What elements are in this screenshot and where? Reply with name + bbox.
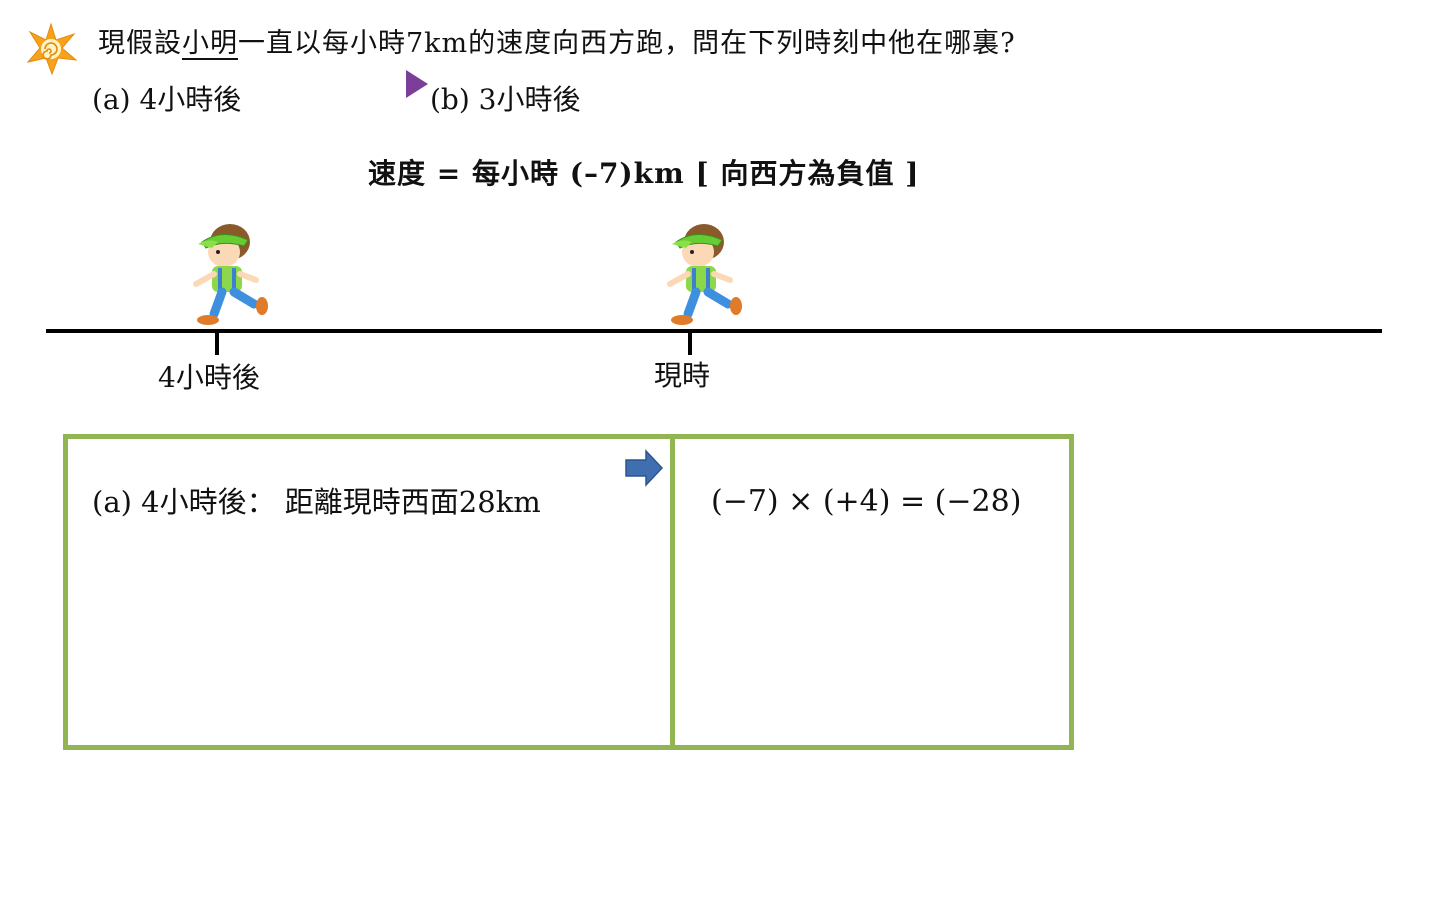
tick-mark-4-hours	[215, 331, 219, 355]
running-boy-icon	[667, 224, 742, 325]
label-now: 現時	[654, 359, 711, 392]
option-a: (a) 4小時後	[92, 83, 242, 116]
label-4-hours-later: 4小時後	[158, 361, 260, 394]
answer-box-right	[670, 434, 1074, 750]
answer-a-text: (a) 4小時後： 距離現時西面28km	[92, 485, 541, 519]
right-arrow-icon[interactable]	[624, 448, 664, 488]
tick-mark-now	[688, 331, 692, 355]
equation-text: (−7) × (+4) = (−28)	[711, 484, 1022, 519]
question-name: 小明	[182, 28, 238, 59]
star-bullet-icon	[26, 22, 78, 76]
question-prefix: 現假設	[98, 28, 182, 59]
question-suffix: 一直以每小時7km的速度向西方跑，問在下列時刻中他在哪裏?	[238, 28, 1016, 59]
speed-statement: 速度 = 每小時 (–7)km [ 向西方為負值 ]	[368, 157, 920, 190]
number-line	[46, 329, 1382, 333]
play-icon[interactable]	[404, 68, 430, 100]
running-boy-icon	[193, 224, 268, 325]
answer-box-left	[63, 434, 675, 750]
question-text: 現假設小明一直以每小時7km的速度向西方跑，問在下列時刻中他在哪裏?	[98, 26, 1016, 62]
option-b: (b) 3小時後	[430, 83, 581, 116]
